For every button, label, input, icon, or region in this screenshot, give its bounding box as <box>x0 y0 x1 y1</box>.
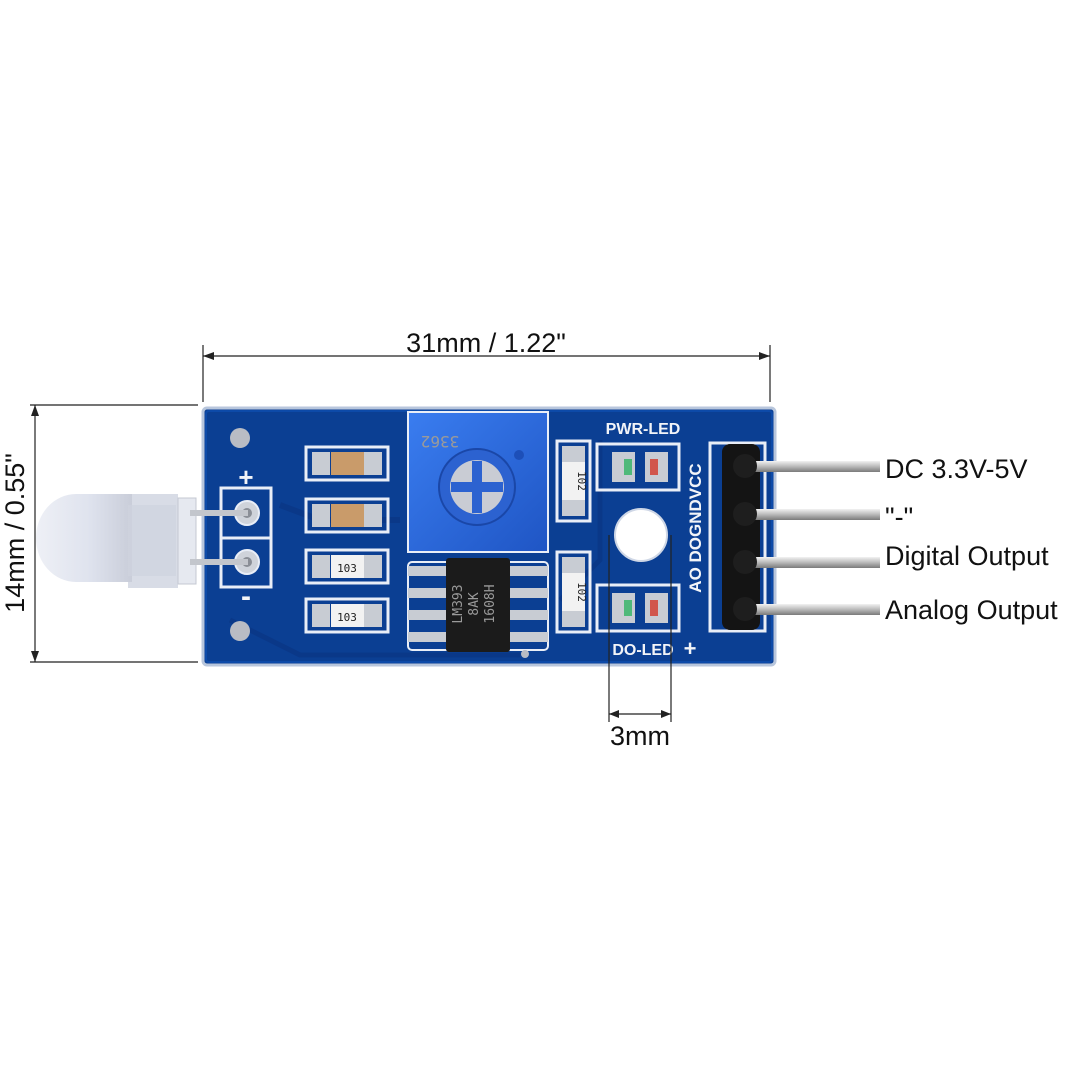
resistor-3: 102 <box>555 439 592 523</box>
plus-marking: + <box>238 462 253 492</box>
pin-plus-marking: + <box>684 636 697 661</box>
header-pin-gnd <box>733 502 880 526</box>
width-dimension: 31mm / 1.22" <box>202 328 771 402</box>
resistor-1-code: 103 <box>337 562 357 575</box>
mount-pad-bottom <box>230 621 250 641</box>
lm393-chip: LM393 8AK 1608H <box>407 558 549 652</box>
resistor-2: 103 <box>304 597 390 634</box>
pin-label-gnd: "-" <box>885 502 913 532</box>
header-pin-ao <box>733 597 880 621</box>
height-label: 14mm / 0.55" <box>0 453 30 613</box>
pin-labels: AO DOGNDVCC <box>686 463 705 592</box>
header-pins <box>722 444 880 630</box>
hole-dimension: 3mm <box>608 535 672 751</box>
header-pin-do <box>733 550 880 574</box>
resistor-3-code: 102 <box>575 471 588 491</box>
minus-marking: - <box>241 580 251 613</box>
resistor-1: 103 <box>304 548 390 585</box>
do-led <box>595 583 681 633</box>
resistor-4-code: 102 <box>575 582 588 602</box>
mount-pad-top <box>230 428 250 448</box>
hole-label: 3mm <box>610 721 670 751</box>
resistor-2-code: 103 <box>337 611 357 624</box>
pin-label-vcc: DC 3.3V-5V <box>885 454 1028 484</box>
mounting-hole <box>614 508 668 562</box>
do-led-label: DO-LED <box>612 642 673 659</box>
pwr-led-label: PWR-LED <box>606 421 681 438</box>
resistor-4: 102 <box>555 550 592 634</box>
ir-led <box>36 494 248 588</box>
pwr-led <box>595 442 681 492</box>
pin-label-digital: Digital Output <box>885 541 1049 571</box>
width-label: 31mm / 1.22" <box>406 328 566 358</box>
chip-marking-2: 8AK <box>467 592 482 616</box>
chip-marking-3: 1608H <box>483 584 498 623</box>
header-pin-vcc <box>733 454 880 478</box>
capacitor-2 <box>304 497 390 534</box>
chip-marking-1: LM393 <box>451 584 466 623</box>
pin-label-analog: Analog Output <box>885 595 1058 625</box>
height-dimension: 14mm / 0.55" <box>0 404 198 663</box>
pcb-board: + - 103 103 <box>201 406 777 667</box>
potentiometer: 3362 <box>407 411 549 553</box>
pot-code: 3362 <box>421 432 460 451</box>
capacitor-1 <box>304 445 390 482</box>
